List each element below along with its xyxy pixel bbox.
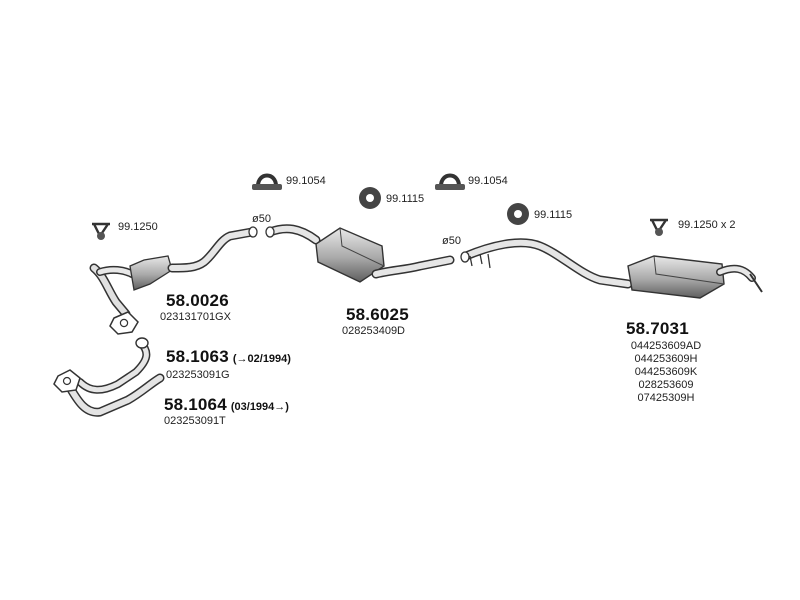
ring-label: 99.1115 [386,193,425,205]
oe-number: 07425309H [637,392,695,404]
clamp-icon [252,173,282,190]
rubber-ring-icon [359,187,381,209]
part-number: 58.7031 [626,319,689,338]
oe-number: 023131701GX [160,311,231,323]
part-number: 58.0026 [166,291,229,310]
rear-silencer-58-7031[interactable] [460,238,763,299]
rubber-ring-icon [507,203,529,225]
oe-number: 044253609AD [630,340,702,352]
oe-number: 044253609H [634,353,698,365]
hanger-icon [650,218,668,236]
part-heading: 58.1063(→02/1994) [166,348,291,366]
clamp-label: 99.1054 [468,175,508,187]
part-number: 58.1064 [164,395,227,414]
oe-number: 028253409D [342,325,406,337]
oe-number: 023253091T [164,415,226,427]
part-number: 58.1063 [166,347,229,366]
diameter-label: ø50 [442,235,461,247]
clamp-icon [435,173,465,190]
model-range: (→02/1994) [232,353,291,365]
part-heading: 58.1064(03/1994→) [164,396,289,414]
oe-number: 023253091G [166,369,230,381]
ring-label: 99.1115 [534,209,573,221]
front-pipe-58-1063[interactable] [76,337,151,394]
oe-number: 044253609K [634,366,698,378]
hanger-label: 99.1250 [118,221,158,233]
front-pipe-58-1064[interactable] [53,369,165,417]
catalyst-58-0026[interactable] [89,226,258,335]
hanger-icon [92,222,110,240]
part-number: 58.6025 [346,305,409,324]
model-range: (03/1994→) [230,401,289,413]
oe-number-list: 044253609AD 044253609H 044253609K 028253… [616,340,716,405]
clamp-label: 99.1054 [286,175,326,187]
middle-silencer-58-6025[interactable] [265,224,455,283]
hanger-label: 99.1250 x 2 [678,219,736,231]
diameter-label: ø50 [252,213,271,225]
oe-number: 028253609 [638,379,694,391]
